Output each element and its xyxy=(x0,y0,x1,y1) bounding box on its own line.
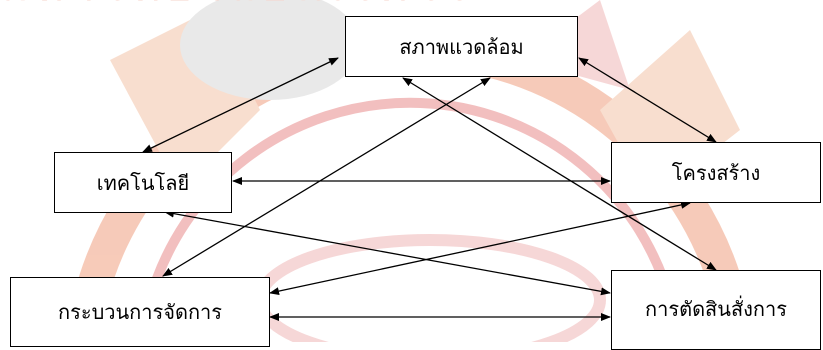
node-environment: สภาพแวดล้อม xyxy=(345,16,578,77)
arrow-environment-technology xyxy=(142,57,339,153)
node-process: กระบวนการจัดการ xyxy=(10,277,270,347)
diagram-connectors xyxy=(142,57,717,321)
node-decision-label: การตัดสินสั่งการ xyxy=(645,297,787,321)
watermark-text: มหาวิทยาลัยนเรศวร xyxy=(0,0,475,11)
node-environment-label: สภาพแวดล้อม xyxy=(399,34,524,59)
node-process-label: กระบวนการจัดการ xyxy=(57,300,223,324)
arrow-environment-structure xyxy=(578,57,717,143)
arrow-structure-process xyxy=(269,200,691,296)
node-decision: การตัดสินสั่งการ xyxy=(611,270,821,350)
node-technology-label: เทคโนโลยี xyxy=(96,170,190,195)
node-technology: เทคโนโลยี xyxy=(54,152,232,213)
node-structure: โครงสร้าง xyxy=(611,142,821,203)
node-structure-label: โครงสร้าง xyxy=(671,160,761,185)
